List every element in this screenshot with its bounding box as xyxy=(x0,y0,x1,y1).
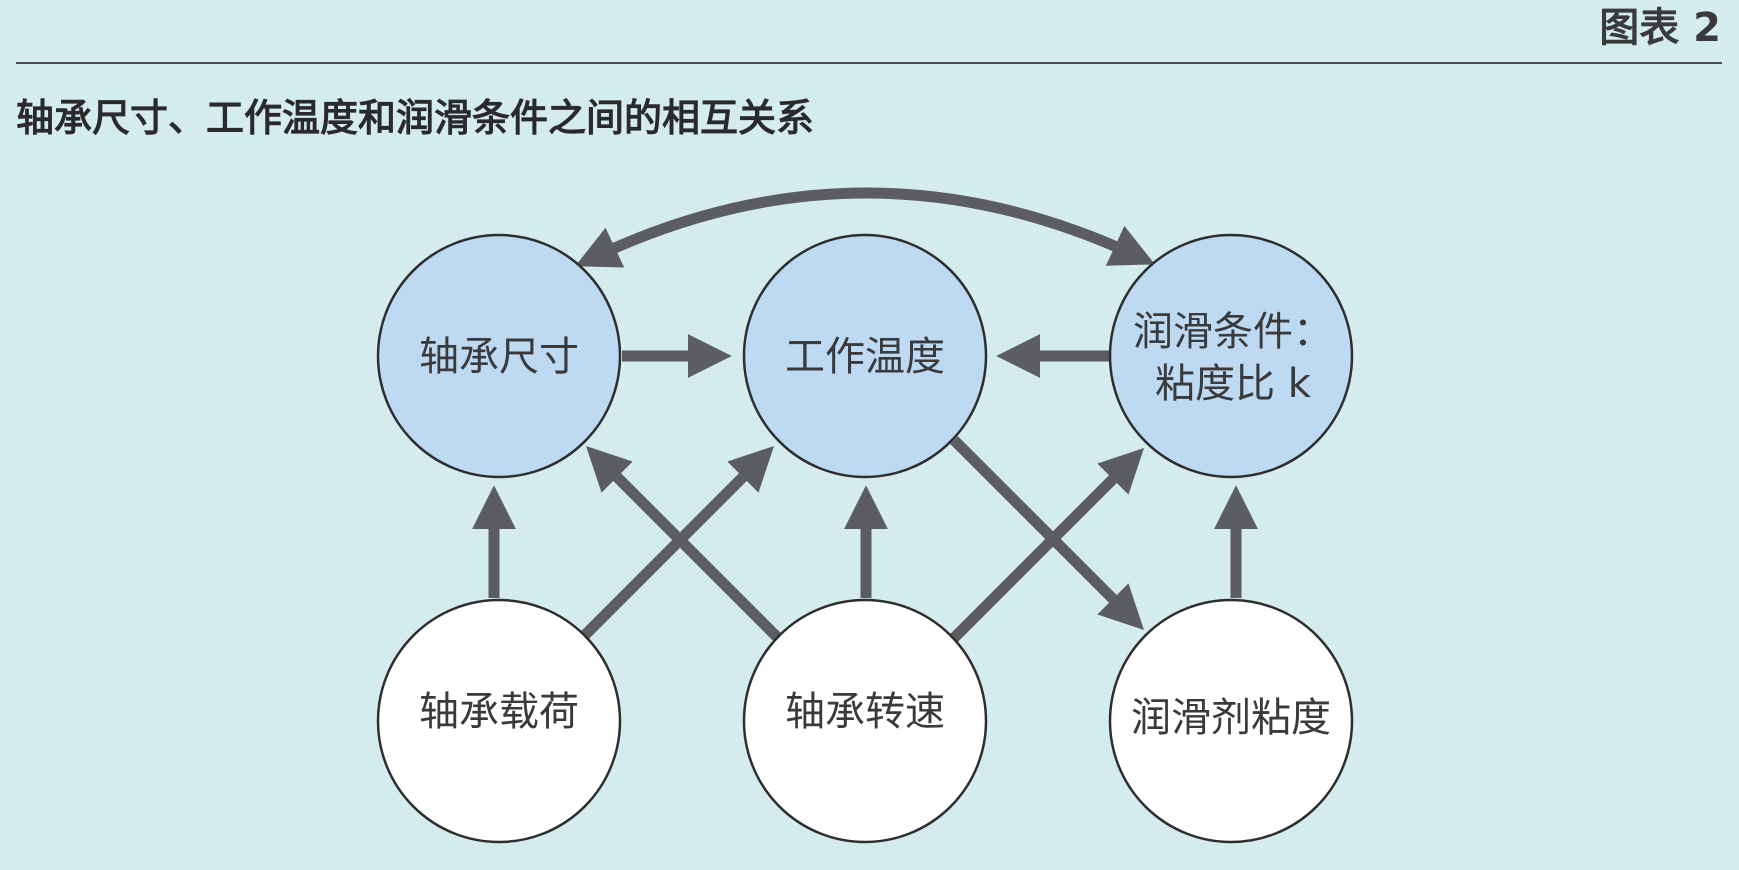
nodes-layer: 轴承尺寸 工作温度 润滑条件： 粘度比 k 轴承载荷 轴承转速 润滑剂粘度 xyxy=(376,233,1354,844)
diagram-title: 轴承尺寸、工作温度和润滑条件之间的相互关系 xyxy=(16,96,815,140)
edge-temp-to-viscosity xyxy=(950,436,1145,631)
node-bearing-size-label: 轴承尺寸 xyxy=(419,334,579,380)
figure-label: 图表 2 xyxy=(1599,5,1721,51)
header-divider xyxy=(16,62,1722,64)
edge-speed-to-size xyxy=(585,445,782,642)
edge-size-lubrication-bidirectional xyxy=(575,187,1155,268)
edge-speed-to-lubrication xyxy=(950,447,1145,642)
node-bearing-load xyxy=(376,598,622,844)
node-bearing-speed-label: 轴承转速 xyxy=(785,689,945,735)
edge-load-to-temp xyxy=(580,445,775,640)
node-lubrication-label-line1: 润滑条件： xyxy=(1133,309,1333,355)
node-lubrication-label-line2: 粘度比 k xyxy=(1155,361,1312,407)
node-bearing-speed xyxy=(742,598,988,844)
edges-layer xyxy=(472,187,1258,642)
node-lubricant-viscosity xyxy=(1108,598,1354,844)
node-operating-temp xyxy=(742,233,988,479)
node-operating-temp-label: 工作温度 xyxy=(785,334,945,380)
node-bearing-size xyxy=(376,233,622,479)
node-lubricant-viscosity-label: 润滑剂粘度 xyxy=(1131,695,1331,741)
node-lubrication-condition xyxy=(1108,233,1354,479)
node-bearing-load-label: 轴承载荷 xyxy=(419,689,579,735)
